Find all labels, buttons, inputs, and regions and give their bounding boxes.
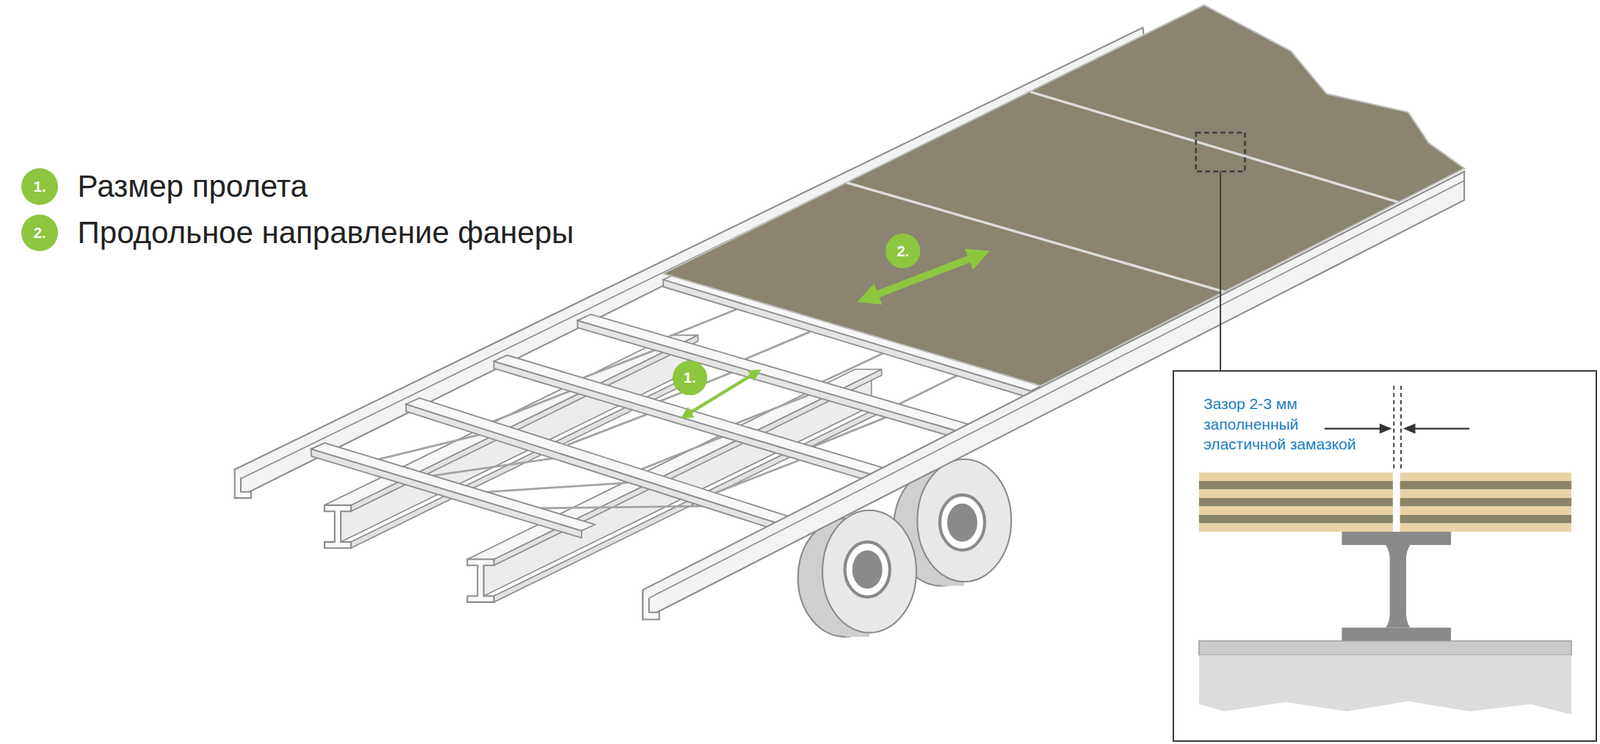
veneer [1199,523,1393,532]
slat [735,395,810,424]
slat [898,375,957,404]
leader-line [1219,171,1222,371]
number-text: 2. [896,243,910,259]
plywood-layers [1199,472,1572,532]
slat [583,350,655,379]
veneer [1199,472,1393,481]
veneer [1400,514,1572,524]
plywood-deck [663,5,1465,386]
arrow-head [1403,423,1416,434]
veneer [1199,514,1393,524]
i-beam-profile [324,505,351,548]
base-section [1199,654,1572,715]
veneer [1199,497,1393,507]
slat [541,505,703,509]
veneer [1400,497,1572,507]
slat [432,458,554,476]
circle-shape [21,214,59,252]
number-text: 1. [683,370,697,385]
legend-number: 2. [21,214,59,252]
veneer [1199,506,1393,516]
legend-text: Размер пролета [77,168,308,205]
legend-number: 1. [21,168,59,205]
callout-number: 2. [885,233,921,269]
hub [853,550,882,588]
dimension-arrow [1324,428,1382,430]
circle-shape [21,168,59,205]
slat [668,309,737,338]
note-text: Зазор 2-3 мм заполненный эластичной зама… [1203,393,1377,454]
inset-ground [1173,370,1598,742]
slat [822,353,884,382]
rim [845,541,890,597]
veneer [1400,480,1572,490]
veneer [1400,506,1572,516]
cross-member [311,448,582,538]
direction-arrow [856,248,990,305]
veneer [1199,480,1393,490]
i-beam-flange [1341,627,1451,642]
rail-profile [642,589,659,619]
i-beam-profile [467,558,494,602]
i-beam-flange [1341,531,1451,545]
tire [822,510,917,633]
detail-marker [1196,132,1246,172]
arrow-head [1379,423,1393,434]
base-plate [1199,641,1572,655]
circle-shape [885,233,921,269]
hub [947,503,977,541]
tire [917,458,1012,582]
rail-profile [234,469,252,498]
i-beam-web [1385,544,1410,628]
rim [939,494,985,550]
veneer [1199,489,1393,498]
cross-member [494,355,890,476]
slat [715,460,799,493]
callout-number: 1. [672,360,708,396]
dimension-arrow [1413,428,1470,430]
panel-seam [1030,91,1399,202]
slat [378,434,481,459]
panel-seam [846,182,1225,293]
slat [567,414,647,445]
slat [812,417,886,447]
gap-line [1392,385,1395,472]
slat [486,482,628,492]
veneer [1400,489,1572,498]
slat [641,436,723,470]
number-text: 2. [33,225,47,241]
legend-text: Продольное направление фанеры [77,215,575,251]
veneer [1400,472,1572,481]
detail-inset: Зазор 2-3 мм заполненный эластичной зама… [1172,370,1598,742]
veneer [1400,523,1572,532]
gap-line [1400,385,1402,472]
number-text: 1. [33,179,47,194]
circle-shape [672,360,708,396]
slat [744,331,810,360]
slat [492,390,571,422]
cross-member [406,397,789,523]
cross-member [494,361,876,483]
